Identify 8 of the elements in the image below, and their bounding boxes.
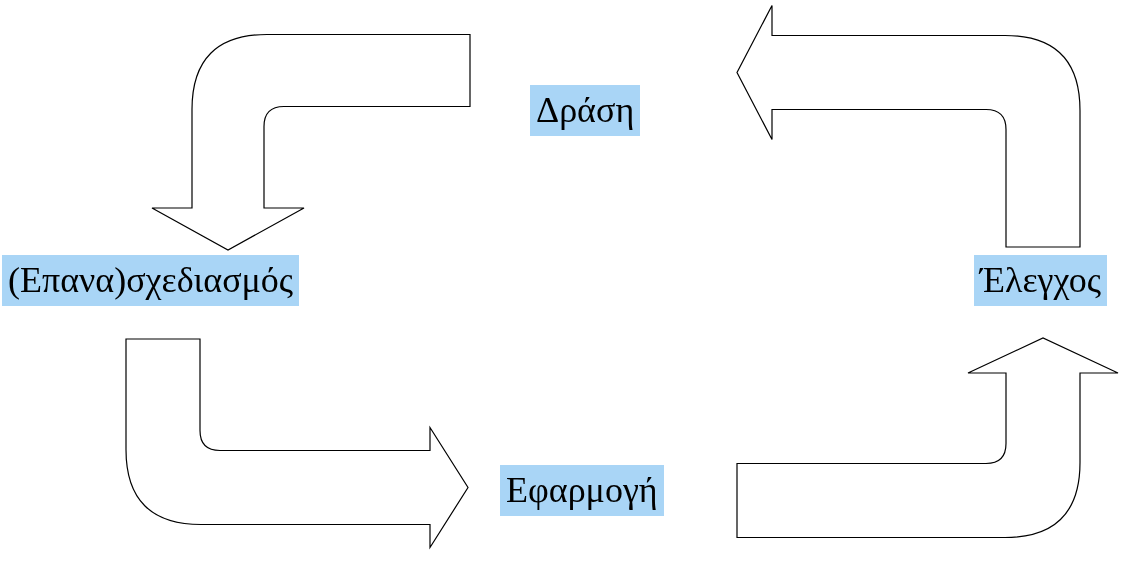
block-arrow	[736, 4, 1081, 248]
block-arrow	[736, 337, 1119, 539]
block-arrow	[125, 338, 469, 549]
step-label: Δράση	[530, 85, 641, 137]
block-arrow	[151, 33, 471, 251]
step-label: Έλεγχος	[974, 255, 1107, 307]
step-label: (Επανα)σχεδιασμός	[2, 255, 300, 307]
step-label: Εφαρμογή	[500, 465, 664, 517]
